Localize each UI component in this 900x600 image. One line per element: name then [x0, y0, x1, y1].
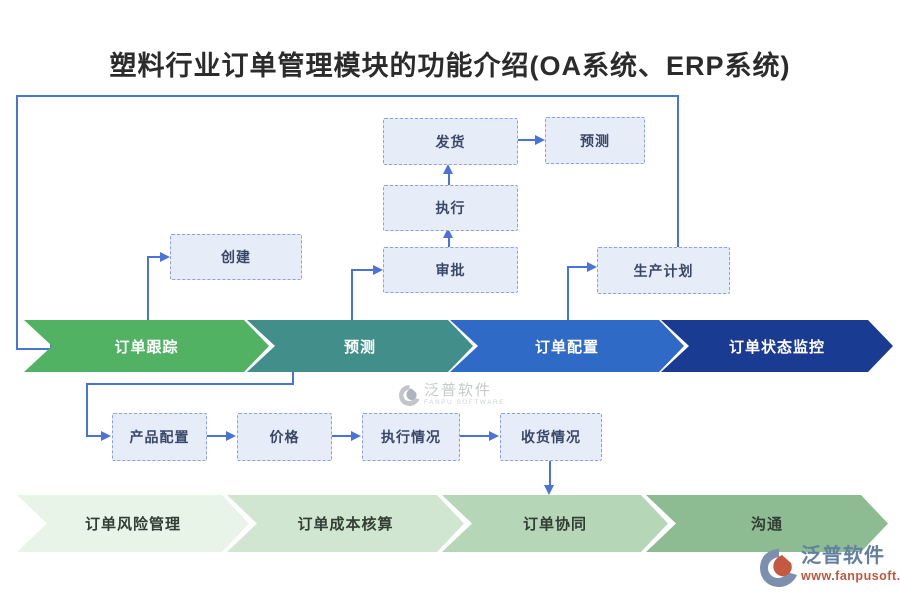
band-order-tracking: 订单跟踪	[24, 320, 269, 372]
band-order-status-monitor: 订单状态监控	[661, 320, 893, 372]
flow-box-ship: 发货	[383, 118, 518, 165]
connector-line	[351, 270, 353, 320]
arrowhead-icon	[443, 228, 453, 238]
arrowhead-icon	[587, 262, 597, 272]
connector-line	[16, 348, 52, 350]
band-order-cost-accounting: 订单成本核算	[227, 495, 464, 552]
connector-line	[205, 435, 228, 437]
connector-line	[516, 139, 537, 141]
footer-url: www.fanpusoft.com	[801, 569, 900, 583]
footer-logo: 泛普软件 www.fanpusoft.com	[758, 546, 900, 588]
flow-box-label: 产品配置	[129, 429, 190, 445]
watermark: 泛普软件 FANPU SOFTWARE	[398, 383, 505, 407]
band-label: 沟通	[750, 516, 783, 533]
connector-line	[677, 95, 679, 248]
flow-box-forecast: 预测	[545, 117, 645, 164]
band-label: 预测	[343, 338, 376, 356]
arrowhead-icon	[443, 164, 453, 174]
flow-box-label: 预测	[580, 132, 610, 149]
flow-box-receipt-status: 收货情况	[500, 413, 602, 461]
fanpu-logo-icon	[760, 549, 797, 587]
band-label: 订单状态监控	[728, 338, 825, 356]
connector-line	[567, 267, 569, 320]
arrowhead-icon	[544, 485, 554, 495]
flow-box-approve: 审批	[383, 247, 518, 293]
watermark-subtitle: FANPU SOFTWARE	[424, 399, 506, 407]
flow-box-label: 审批	[435, 262, 466, 278]
arrowhead-icon	[226, 431, 236, 441]
connector-line	[448, 172, 450, 185]
arrowhead-icon	[373, 265, 383, 275]
connector-line	[351, 269, 375, 271]
arrowhead-icon	[489, 431, 499, 441]
flow-box-execute: 执行	[383, 185, 518, 231]
connector-line	[86, 383, 88, 437]
band-forecast: 预测	[247, 320, 473, 372]
band-order-config: 订单配置	[450, 320, 684, 372]
band-label: 订单配置	[534, 338, 599, 356]
flow-box-production-plan: 生产计划	[597, 247, 730, 294]
connector-line	[458, 435, 491, 437]
connector-line	[147, 257, 149, 320]
watermark-brand: 泛普软件	[424, 382, 493, 400]
band-label: 订单成本核算	[297, 516, 394, 533]
flow-box-price: 价格	[237, 413, 332, 461]
flow-box-label: 执行	[435, 200, 466, 216]
flow-box-create: 创建	[170, 234, 302, 280]
page-title: 塑料行业订单管理模块的功能介绍(OA系统、ERP系统)	[109, 51, 791, 81]
connector-line	[549, 459, 551, 487]
arrowhead-icon	[535, 135, 545, 145]
flow-box-label: 创建	[221, 249, 251, 265]
connector-line	[16, 95, 18, 350]
flow-box-label: 发货	[435, 133, 466, 150]
band-communication: 沟通	[646, 495, 888, 552]
connector-line	[147, 256, 162, 258]
band-label: 订单风险管理	[84, 516, 181, 533]
arrowhead-icon	[101, 431, 111, 441]
connector-line	[330, 435, 353, 437]
arrowhead-icon	[160, 252, 170, 262]
band-order-collaboration: 订单协同	[442, 495, 668, 552]
flow-box-product-config: 产品配置	[112, 413, 207, 461]
band-label: 订单协同	[522, 516, 587, 533]
connector-line	[86, 383, 294, 385]
arrowhead-icon	[351, 431, 361, 441]
flow-box-label: 生产计划	[633, 262, 694, 279]
connector-line	[448, 236, 450, 248]
connector-line	[292, 372, 294, 384]
footer-brand: 泛普软件	[801, 545, 885, 567]
flow-box-label: 价格	[269, 429, 300, 445]
band-label: 订单跟踪	[114, 338, 179, 356]
connector-line	[567, 266, 589, 268]
flow-box-label: 收货情况	[521, 429, 581, 445]
fanpu-logo-icon	[399, 385, 420, 406]
flow-box-label: 执行情况	[381, 429, 441, 445]
flow-box-execution-status: 执行情况	[362, 413, 460, 461]
band-order-risk-management: 订单风险管理	[17, 495, 249, 552]
connector-line	[16, 95, 679, 97]
connector-line	[86, 435, 103, 437]
